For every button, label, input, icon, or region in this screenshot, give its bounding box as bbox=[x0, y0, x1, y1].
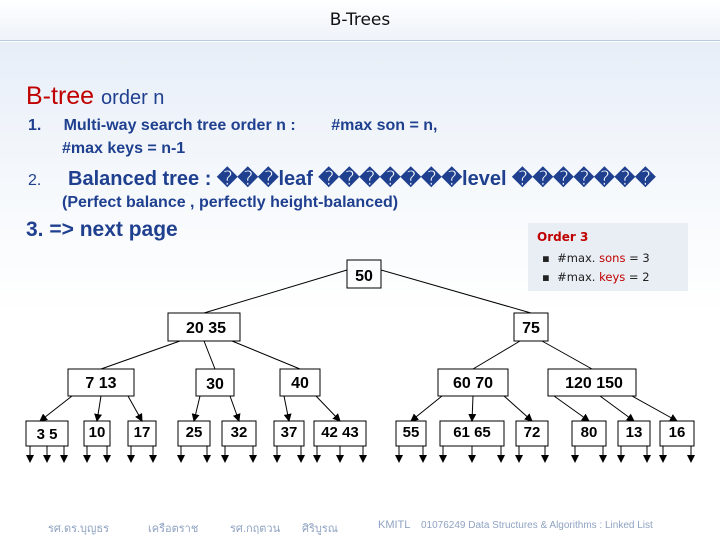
item-1-maxson: #max son = n, bbox=[331, 117, 438, 134]
arrow-to-leaf-1 bbox=[39, 395, 73, 422]
edge-l1r-c1 bbox=[472, 340, 521, 370]
order-note-box: Order 3 ▪ #max. sons = 3 ▪ #max. keys = … bbox=[528, 223, 688, 291]
arrow-to-leaf-6 bbox=[283, 395, 292, 422]
node-root: 50 bbox=[355, 268, 373, 285]
edge-l1l-c2 bbox=[203, 340, 216, 370]
arrow-to-leaf-4 bbox=[191, 395, 201, 422]
leaf-13: 16 bbox=[669, 424, 686, 441]
leaf-6: 37 bbox=[281, 424, 298, 441]
item-2-text: Balanced tree : ���leaf �������level ���… bbox=[68, 168, 656, 190]
node-l2-5: 120 150 bbox=[565, 375, 623, 392]
footer-author-4: ศิริบูรณ bbox=[302, 523, 338, 535]
node-l2-3: 40 bbox=[291, 375, 309, 392]
slide-title: B-Trees bbox=[329, 10, 391, 30]
node-box-root bbox=[346, 259, 382, 289]
order-line1-value: = 3 bbox=[629, 251, 650, 265]
order-note-line-keys: ▪ #max. keys = 2 bbox=[542, 270, 650, 284]
node-l2-4: 60 70 bbox=[453, 375, 493, 392]
arrow-to-leaf-10 bbox=[503, 395, 533, 422]
edge-l1l-c1 bbox=[100, 340, 181, 370]
leaf-10: 72 bbox=[524, 424, 541, 441]
arrow-to-leaf-11 bbox=[553, 395, 590, 422]
arrow-to-leaf-5 bbox=[229, 395, 241, 422]
edge-l1r-c2 bbox=[541, 340, 593, 370]
item-1-number: 1. bbox=[28, 117, 42, 134]
order-line1-prefix: #max. bbox=[557, 251, 596, 265]
order-note-title: Order 3 bbox=[537, 230, 589, 244]
order-line2-key: keys bbox=[599, 270, 626, 284]
node-l2-1: 7 13 bbox=[85, 375, 116, 392]
edge-root-left bbox=[203, 269, 348, 314]
slide-heading: B-tree order n bbox=[26, 82, 164, 111]
leaf-5: 32 bbox=[231, 424, 248, 441]
heading-sub: order n bbox=[101, 87, 165, 109]
order-line2-prefix: #max. bbox=[557, 270, 596, 284]
item-1-text: Multi-way search tree bbox=[63, 117, 227, 134]
leaf-11: 80 bbox=[581, 424, 598, 441]
item-1-order: order n : bbox=[230, 117, 296, 134]
leaf-1: 3 5 bbox=[37, 426, 58, 443]
arrow-to-leaf-9 bbox=[468, 395, 477, 422]
arrow-to-leaf-7 bbox=[315, 395, 341, 422]
arrow-to-leaf-3 bbox=[127, 395, 143, 422]
footer-org: KMITL bbox=[378, 519, 411, 531]
item-2-subtext: (Perfect balance , perfectly height-bala… bbox=[62, 194, 399, 211]
leaf-12: 13 bbox=[626, 424, 643, 441]
order-note-line-sons: ▪ #max. sons = 3 bbox=[542, 251, 650, 265]
arrow-to-leaf-2 bbox=[94, 395, 103, 422]
node-l1-left: 20 35 bbox=[186, 320, 226, 337]
order-line2-value: = 2 bbox=[628, 270, 650, 284]
arrow-to-leaf-8 bbox=[410, 395, 443, 422]
edge-root-right bbox=[380, 269, 532, 314]
leaf-2: 10 bbox=[89, 424, 106, 441]
leaf-8: 55 bbox=[403, 424, 420, 441]
slide-header: B-Trees bbox=[0, 0, 720, 41]
leaf-3: 17 bbox=[134, 424, 151, 441]
item-3-text: 3. => next page bbox=[26, 218, 178, 241]
footer-author-1: รศ.ดร.บุญธร bbox=[48, 523, 110, 535]
node-l1-right: 75 bbox=[522, 320, 540, 337]
heading-main: B-tree bbox=[26, 82, 95, 110]
leaf-7: 42 43 bbox=[321, 424, 359, 441]
leaf-4: 25 bbox=[186, 424, 203, 441]
item-2-number: 2. bbox=[28, 172, 42, 189]
footer-course: 01076249 Data Structures & Algorithms : … bbox=[421, 520, 653, 531]
footer-author-3: รศ.กฤตวน bbox=[230, 523, 281, 535]
arrow-to-leaf-13 bbox=[631, 395, 678, 422]
footer-author-2: เครือตราช bbox=[148, 523, 199, 535]
item-1: 1. Multi-way search tree order n : #max … bbox=[28, 117, 437, 135]
edge-l1l-c3 bbox=[231, 340, 301, 370]
arrow-to-leaf-12 bbox=[599, 395, 635, 422]
order-line1-key: sons bbox=[599, 251, 626, 265]
node-l2-2: 30 bbox=[206, 376, 224, 393]
item-1-maxkeys: #max keys = n-1 bbox=[62, 140, 186, 157]
leaf-9: 61 65 bbox=[453, 424, 491, 441]
